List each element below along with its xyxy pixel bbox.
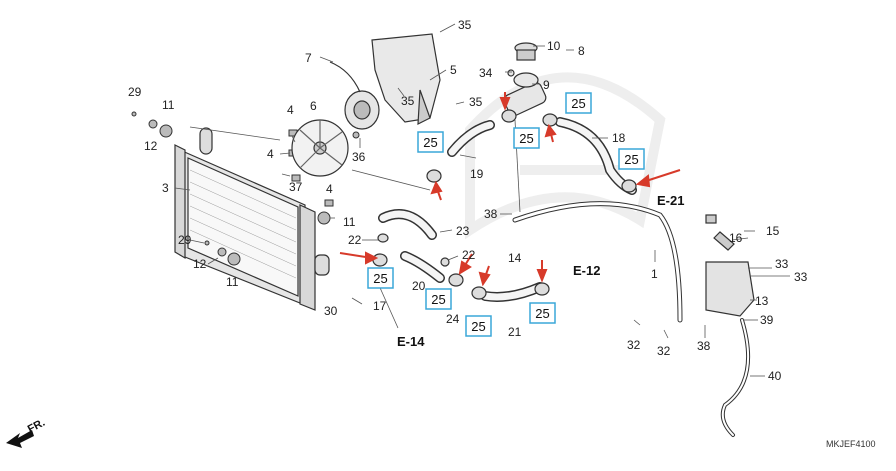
svg-text:25: 25 bbox=[471, 319, 485, 334]
ref-label: E-21 bbox=[657, 193, 684, 208]
part-number: 3 bbox=[162, 181, 169, 195]
front-arrow-icon: FR. bbox=[6, 417, 47, 448]
part-number: 35 bbox=[458, 18, 472, 32]
part-number: 30 bbox=[324, 304, 338, 318]
drain-tube-inner bbox=[721, 319, 750, 436]
radiator-fins bbox=[189, 169, 297, 279]
hose-clamps bbox=[372, 109, 637, 300]
part-number: 21 bbox=[508, 325, 522, 339]
part-number: 32 bbox=[627, 338, 641, 352]
part-number: 6 bbox=[310, 99, 317, 113]
part-number: 24 bbox=[446, 312, 460, 326]
callout-box: 25 bbox=[565, 92, 592, 114]
part-number: 1 bbox=[651, 267, 658, 281]
part-number: 13 bbox=[755, 294, 769, 308]
part-number: 9 bbox=[543, 78, 550, 92]
part-number: 36 bbox=[352, 150, 366, 164]
part-number: 16 bbox=[729, 231, 743, 245]
thermostat-housing bbox=[503, 42, 547, 117]
part-number: 29 bbox=[178, 233, 192, 247]
part-number: 7 bbox=[305, 51, 312, 65]
svg-text:25: 25 bbox=[431, 292, 445, 307]
part-number: 14 bbox=[508, 251, 522, 265]
part-number: 4 bbox=[287, 103, 294, 117]
callout-box: 25 bbox=[417, 131, 444, 153]
callout-box: 25 bbox=[529, 302, 556, 324]
part-number: 5 bbox=[450, 63, 457, 77]
callout-boxes: 25 25 25 25 25 25 25 25 bbox=[367, 92, 645, 337]
ref-label: E-12 bbox=[573, 263, 600, 278]
svg-text:25: 25 bbox=[571, 96, 585, 111]
part-number: 35 bbox=[401, 94, 415, 108]
part-number: 33 bbox=[794, 270, 808, 284]
part-number: 35 bbox=[469, 95, 483, 109]
part-number-labels: 35 7 5 34 10 8 9 35 35 29 11 12 4 6 4 37… bbox=[128, 18, 808, 383]
cooling-fan bbox=[291, 119, 349, 177]
part-number: 12 bbox=[144, 139, 158, 153]
part-number: 32 bbox=[657, 344, 671, 358]
part-number: 37 bbox=[289, 180, 303, 194]
svg-text:25: 25 bbox=[519, 131, 533, 146]
part-number: 4 bbox=[267, 147, 274, 161]
part-number: 29 bbox=[128, 85, 142, 99]
part-number: 34 bbox=[479, 66, 493, 80]
part-number: 18 bbox=[612, 131, 626, 145]
callout-box: 25 bbox=[367, 267, 394, 289]
svg-text:25: 25 bbox=[624, 152, 638, 167]
ref-label: E-14 bbox=[397, 334, 425, 349]
part-number: 17 bbox=[373, 299, 387, 313]
radiator bbox=[174, 127, 330, 311]
diagram-code: MKJEF4100 bbox=[826, 439, 876, 449]
part-number: 11 bbox=[226, 275, 239, 289]
part-number: 19 bbox=[470, 167, 484, 181]
part-number: 40 bbox=[768, 369, 782, 383]
red-arrows bbox=[339, 92, 681, 287]
part-number: 11 bbox=[343, 215, 356, 229]
fan-shroud bbox=[371, 33, 441, 126]
part-number: 33 bbox=[775, 257, 789, 271]
callout-box: 25 bbox=[465, 315, 492, 337]
part-number: 8 bbox=[578, 44, 585, 58]
svg-text:25: 25 bbox=[535, 306, 549, 321]
part-number: 38 bbox=[697, 339, 711, 353]
part-number: 39 bbox=[760, 313, 774, 327]
siphon-tube-inner bbox=[513, 202, 682, 322]
reserve-tank bbox=[705, 214, 755, 317]
part-number: 22 bbox=[462, 248, 476, 262]
part-number: 4 bbox=[326, 182, 333, 196]
svg-text:25: 25 bbox=[423, 135, 437, 150]
part-number: 20 bbox=[412, 279, 426, 293]
part-number: 23 bbox=[456, 224, 470, 238]
reference-labels: E-21 E-12 E-14 bbox=[397, 193, 684, 349]
callout-box: 25 bbox=[513, 127, 540, 149]
front-direction-label: FR. bbox=[26, 417, 47, 436]
callout-box: 25 bbox=[618, 148, 645, 170]
svg-text:25: 25 bbox=[373, 271, 387, 286]
fan-motor bbox=[329, 61, 380, 130]
part-number: 10 bbox=[547, 39, 561, 53]
callout-box: 25 bbox=[425, 288, 452, 310]
part-number: 12 bbox=[193, 257, 207, 271]
part-number: 15 bbox=[766, 224, 780, 238]
part-number: 22 bbox=[348, 233, 362, 247]
part-number: 11 bbox=[162, 98, 175, 112]
part-number: 38 bbox=[484, 207, 498, 221]
